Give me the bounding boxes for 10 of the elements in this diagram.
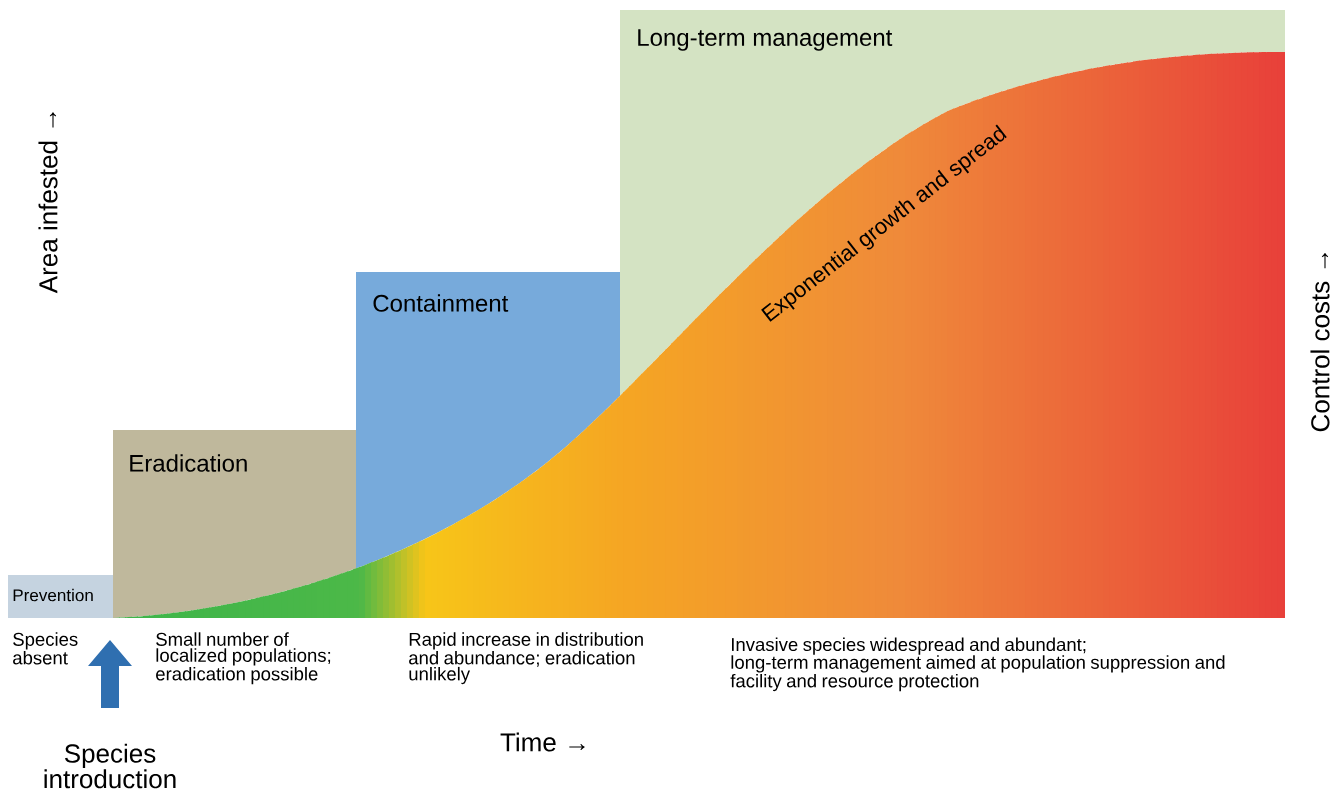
label-text: Area infested → (38, 112, 58, 294)
label-text: Species introduction (44, 743, 176, 789)
label-text: Time → (500, 732, 585, 752)
label-text: Invasive species widespread and abundant; (732, 637, 1086, 655)
label-text: Rapid increase in distribution and abundance; eradication unlikely (409, 632, 643, 685)
label-text: Control costs → (1310, 252, 1330, 432)
stage-box: Prevention (8, 575, 113, 618)
label-text: Small number of localized populations; eradication possible (156, 632, 331, 685)
label-text: Species absent (13, 632, 78, 665)
label-text: long-term management aimed at population suppression and facility and resource protection (730, 655, 1225, 692)
